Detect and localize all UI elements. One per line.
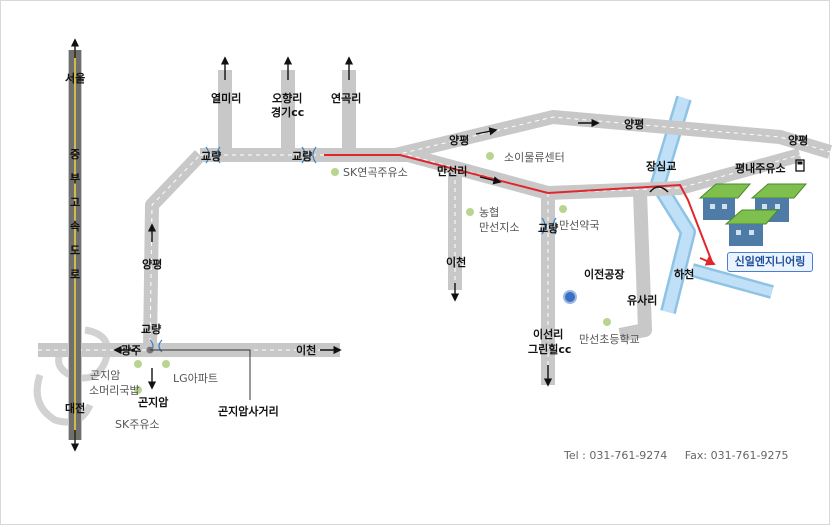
poi-dot <box>603 318 611 326</box>
label-gyeonggi-cc: 경기cc <box>271 106 305 119</box>
right-arrow-icon <box>479 176 502 185</box>
house-icon <box>724 209 780 246</box>
label-mansun-school: 만선초등학교 <box>579 333 640 346</box>
river <box>650 95 774 314</box>
label-yeolmiri: 열미리 <box>211 92 242 105</box>
label-gonjiam: 곤지암 <box>138 396 169 409</box>
label-daejeon: 대전 <box>65 402 86 415</box>
label-yangpyeong: 양평 <box>624 118 645 131</box>
label-green-hill: 그린힐cc <box>528 343 572 356</box>
label-seoul: 서울 <box>65 72 86 85</box>
right-arrow-icon <box>475 127 498 136</box>
gas-station-icon <box>795 159 805 172</box>
callout-line <box>150 349 251 400</box>
label-yusari: 유사리 <box>627 294 658 307</box>
label-yeongokri: 연곡리 <box>331 92 362 105</box>
poi-dot <box>134 360 142 368</box>
label-gwangju: 광주 <box>121 344 142 357</box>
label-expressway-char: 속 <box>69 220 81 233</box>
poi-dot <box>466 208 474 216</box>
contact-info: Tel : 031-761-9274 Fax: 031-761-9275 <box>564 449 803 462</box>
label-expressway-char: 로 <box>69 268 81 281</box>
label-ohyangri: 오향리 <box>272 92 303 105</box>
label-expressway-char: 중 <box>69 148 81 161</box>
poi-dot <box>486 152 494 160</box>
house-icon <box>698 183 752 220</box>
label-gonjiam-soup2: 소머리국밥 <box>89 384 140 397</box>
label-expressway-char: 도 <box>69 244 81 257</box>
factory-marker-icon <box>563 290 577 304</box>
label-bridge: 교량 <box>201 150 222 163</box>
label-icheon: 이천 <box>296 344 317 357</box>
route-arrowhead <box>699 256 716 266</box>
contact-fax: Fax: 031-761-9275 <box>684 449 789 462</box>
label-bridge: 교량 <box>292 150 313 163</box>
destination-label[interactable]: 신일엔지니어링 <box>727 252 813 272</box>
label-iseonri: 이선리 <box>533 328 564 341</box>
label-nonghyeop: 농협 <box>479 206 500 219</box>
label-pyeongnae-station: 평내주유소 <box>735 162 786 175</box>
direction-arrows <box>70 38 600 452</box>
label-mansun-pharmacy: 만선약국 <box>559 219 600 232</box>
label-bridge: 교량 <box>538 222 559 235</box>
interchange-loops <box>33 326 111 426</box>
label-yangpyeong: 양평 <box>449 134 470 147</box>
label-sk-yeongok: SK연곡주유소 <box>343 166 408 179</box>
label-sk-station: SK주유소 <box>115 418 160 431</box>
label-gonjiam-soup: 곤지암 <box>90 369 121 382</box>
label-hacheon: 하천 <box>674 268 695 281</box>
label-jangsimgyo: 장심교 <box>646 160 677 173</box>
bridge-icon <box>649 186 669 193</box>
contact-tel: Tel : 031-761-9274 <box>564 449 668 462</box>
label-gonjiam-intersection: 곤지암사거리 <box>218 405 279 418</box>
route-line <box>324 154 713 263</box>
poi-dot <box>559 205 567 213</box>
poi-dot <box>134 386 142 394</box>
roads <box>38 50 832 440</box>
label-yangpyeong: 양평 <box>142 258 163 271</box>
label-yangpyeong: 양평 <box>788 134 809 147</box>
poi-dot <box>162 360 170 368</box>
label-mansunri: 만선리 <box>437 165 468 178</box>
label-lg-apt: LG아파트 <box>173 372 219 385</box>
label-soimul-center: 소이물류센터 <box>504 151 565 164</box>
label-icheon-factory: 이전공장 <box>584 268 625 281</box>
label-mansun-branch: 만선지소 <box>479 221 520 234</box>
label-expressway-char: 부 <box>69 172 81 185</box>
label-bridge: 교량 <box>141 323 162 336</box>
poi-dot <box>331 168 339 176</box>
label-icheon: 이천 <box>446 256 467 269</box>
label-expressway-char: 고 <box>69 196 81 209</box>
